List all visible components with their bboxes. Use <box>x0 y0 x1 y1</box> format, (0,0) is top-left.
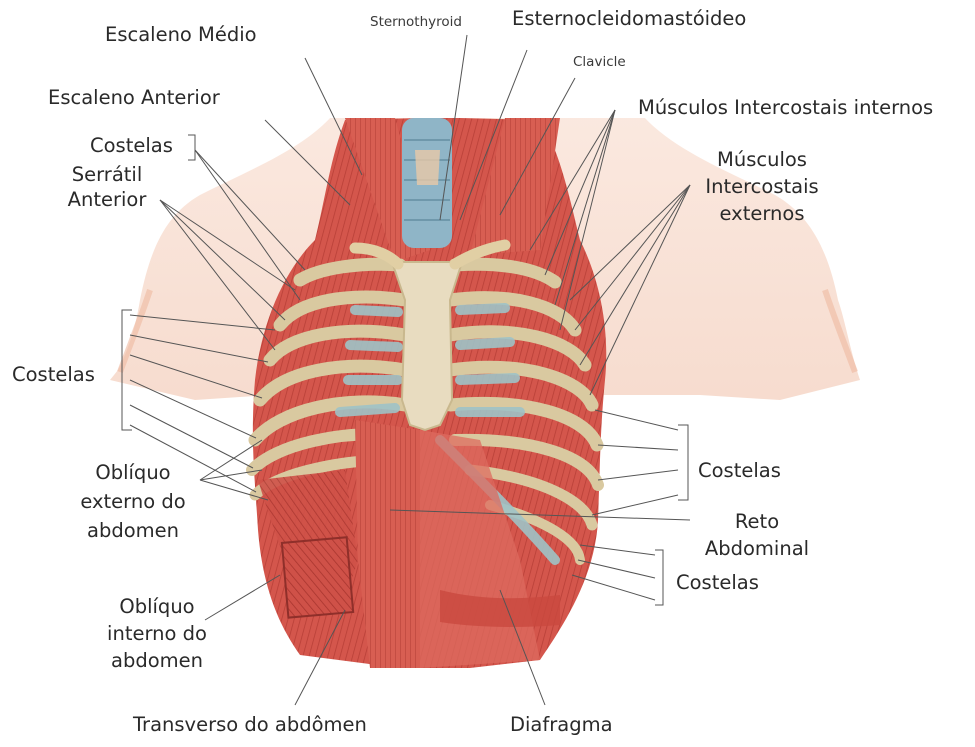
label-reto-abdominal: Reto Abdominal <box>692 508 822 562</box>
label-escaleno-anterior: Escaleno Anterior <box>48 85 220 110</box>
label-serratil-anterior: Serrátil Anterior <box>42 162 172 212</box>
label-diafragma: Diafragma <box>510 712 613 737</box>
oblique-internal <box>282 537 353 617</box>
label-sternothyroid: Sternothyroid <box>370 10 462 35</box>
label-obliquo-externo: Oblíquo externo do abdomen <box>48 458 218 545</box>
label-costelas-right-1: Costelas <box>698 458 781 483</box>
label-escaleno-medio: Escaleno Médio <box>105 22 257 47</box>
label-intercostais-externos: Músculos Intercostais externos <box>682 146 842 227</box>
label-obliquo-interno: Oblíquo interno do abdomen <box>72 593 242 674</box>
label-intercostais-internos: Músculos Intercostais internos <box>638 95 933 120</box>
label-clavicle: Clavicle <box>573 50 626 75</box>
label-costelas-top: Costelas <box>90 133 173 158</box>
label-costelas-right-2: Costelas <box>676 570 759 595</box>
label-costelas-left: Costelas <box>12 362 95 387</box>
label-transverso: Transverso do abdômen <box>133 712 367 737</box>
label-esternocleidomastoideo: Esternocleidomastóideo <box>512 6 746 31</box>
